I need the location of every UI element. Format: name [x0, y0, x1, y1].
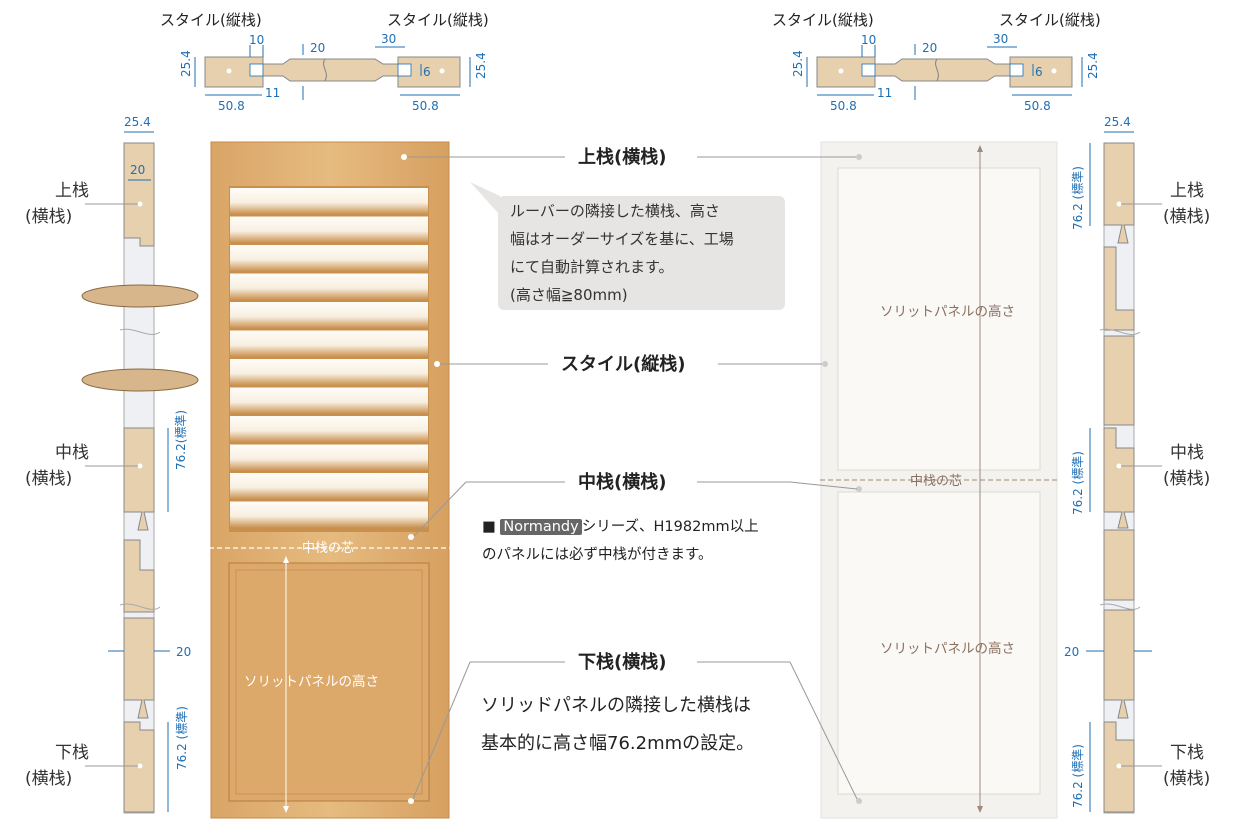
louver-note-text: ルーバーの隣接した横栈、高さ 幅はオーダーサイズを基に、工場 にて自動計算されま… [510, 197, 790, 309]
bottom-rail-sub: (横栈) [25, 769, 72, 789]
bottom-rail-label: 下栈 [1170, 743, 1204, 763]
bubble-tail [470, 182, 500, 215]
left-vertical-profile: 25.4 20 76.2(標準) 76.2 (標準) 20 上栈 (横栈) 中栈… [25, 115, 199, 814]
panel-height-label: ソリットパネルの高さ [244, 673, 379, 690]
dim-mid: 76.2(標準) [173, 410, 188, 470]
wood-louver-shutter: 中栈の芯 ソリットパネルの高さ [209, 141, 450, 819]
dim-11: 11 [265, 86, 280, 100]
dim-stile: 20 [1064, 645, 1079, 659]
louver-slat [230, 473, 428, 500]
bottom-rail-label: 下栈(横栈) [578, 651, 666, 673]
dim-top-w: 25.4 [1104, 115, 1131, 129]
note-line1: シリーズ、H1982mm以上 [581, 519, 759, 535]
upper-rail-label: 上栈 [1170, 181, 1204, 201]
dim-inner-w: 20 [130, 163, 145, 177]
right-vertical-profile: 25.4 76.2 (標準) 76.2 (標準) 76.2 (標準) 20 上栈… [1064, 115, 1210, 814]
dim-254b: 25.4 [474, 52, 488, 79]
louver-slat [230, 273, 428, 300]
mid-rail-label: 中栈 [1170, 443, 1204, 463]
lower-height-label: ソリットパネルの高さ [880, 640, 1015, 657]
dim-254b: 25.4 [1086, 52, 1100, 79]
louver-slat [230, 302, 428, 329]
louver-slat [230, 216, 428, 243]
dim-mid: 76.2 (標準) [1070, 451, 1085, 515]
upper-rail-label: 上栈 [55, 181, 89, 201]
white-solid-shutter: 中栈の芯 ソリットパネルの高さ ソリットパネルの高さ [820, 141, 1058, 819]
louver-slat [230, 444, 428, 471]
dim-30: 30 [381, 32, 396, 46]
bottom-rail-label: 下栈 [55, 743, 89, 763]
profile-left-piece [204, 56, 327, 88]
top-left-stile-profile: スタイル(縦栈) スタイル(縦栈) 25.4 25.4 50.8 50.8 10… [160, 11, 489, 113]
mid-rail-sub: (横栈) [25, 469, 72, 489]
stile-label-right: スタイル(縦栈) [999, 11, 1101, 29]
dim-508a: 50.8 [830, 99, 857, 113]
top-right-stile-profile: スタイル(縦栈) スタイル(縦栈) 25.4 25.4 50.8 50.8 10… [772, 11, 1101, 113]
louver-slat [230, 188, 428, 215]
dim-6: 6 [423, 65, 431, 79]
stile-label-right: スタイル(縦栈) [387, 11, 489, 29]
profile-right-piece [323, 56, 461, 88]
dim-508a: 50.8 [218, 99, 245, 113]
dim-508b: 50.8 [412, 99, 439, 113]
louver-slat [230, 359, 428, 386]
mid-core-label: 中栈の芯 [910, 474, 962, 489]
mid-rail-sub: (横栈) [1163, 469, 1210, 489]
normandy-badge: Normandy [500, 519, 582, 535]
dim-11: 11 [877, 86, 892, 100]
dim-top: 76.2 (標準) [1070, 166, 1085, 230]
dim-6: 6 [1035, 65, 1043, 79]
mid-rail-label: 中栈(横栈) [578, 471, 666, 493]
louver-slat [230, 501, 428, 528]
stile-label-left: スタイル(縦栈) [772, 11, 874, 29]
louver-slat [230, 416, 428, 443]
solid-note-line: 基本的に高さ幅76.2mmの設定。 [481, 733, 755, 754]
louver-slats [230, 188, 428, 528]
note-line2: のパネルには必ず中栈が付きます。 [482, 547, 713, 563]
dim-20: 20 [310, 41, 325, 55]
dim-bottom: 76.2 (標準) [174, 706, 189, 770]
tenon-left [249, 63, 264, 77]
dim-20: 20 [922, 41, 937, 55]
solid-panel [228, 562, 430, 802]
solid-note-line: ソリッドパネルの隣接した横栈は [481, 695, 751, 716]
tenon-right [397, 63, 412, 77]
dim-254a: 25.4 [791, 50, 805, 77]
dim-254a: 25.4 [179, 50, 193, 77]
mid-rail-label: 中栈 [55, 443, 89, 463]
dim-30: 30 [993, 32, 1008, 46]
upper-height-label: ソリットパネルの高さ [880, 303, 1015, 320]
bottom-rail-sub: (横栈) [1163, 769, 1210, 789]
louver-note-bubble [498, 196, 785, 310]
stile-label-left: スタイル(縦栈) [160, 11, 262, 29]
center-callouts [407, 156, 858, 800]
dim-bottom: 76.2 (標準) [1070, 744, 1085, 808]
solid-rail-note: ソリッドパネルの隣接した横栈は 基本的に高さ幅76.2mmの設定。 [481, 687, 754, 763]
top-rail-label: 上栈(横栈) [578, 146, 666, 168]
louver-slat [230, 245, 428, 272]
bubble-line: ルーバーの隣接した横栈、高さ [510, 202, 720, 220]
dim-stile: 20 [176, 645, 191, 659]
bubble-line: にて自動計算されます。 [510, 258, 674, 276]
upper-rail-sub: (横栈) [1163, 207, 1210, 227]
mid-core-label: 中栈の芯 [302, 541, 354, 556]
bubble-line: 幅はオーダーサイズを基に、工場 [510, 230, 734, 248]
dim-10: 10 [249, 33, 264, 47]
dim-10: 10 [861, 33, 876, 47]
dim-508b: 50.8 [1024, 99, 1051, 113]
upper-rail-sub: (横栈) [25, 207, 72, 227]
stile-center-label: スタイル(縦栈) [561, 353, 685, 375]
dim-top-w: 25.4 [124, 115, 151, 129]
louver-slat [230, 330, 428, 357]
bubble-line: (高さ幅≧80mm) [510, 286, 628, 304]
louver-slat [230, 387, 428, 414]
